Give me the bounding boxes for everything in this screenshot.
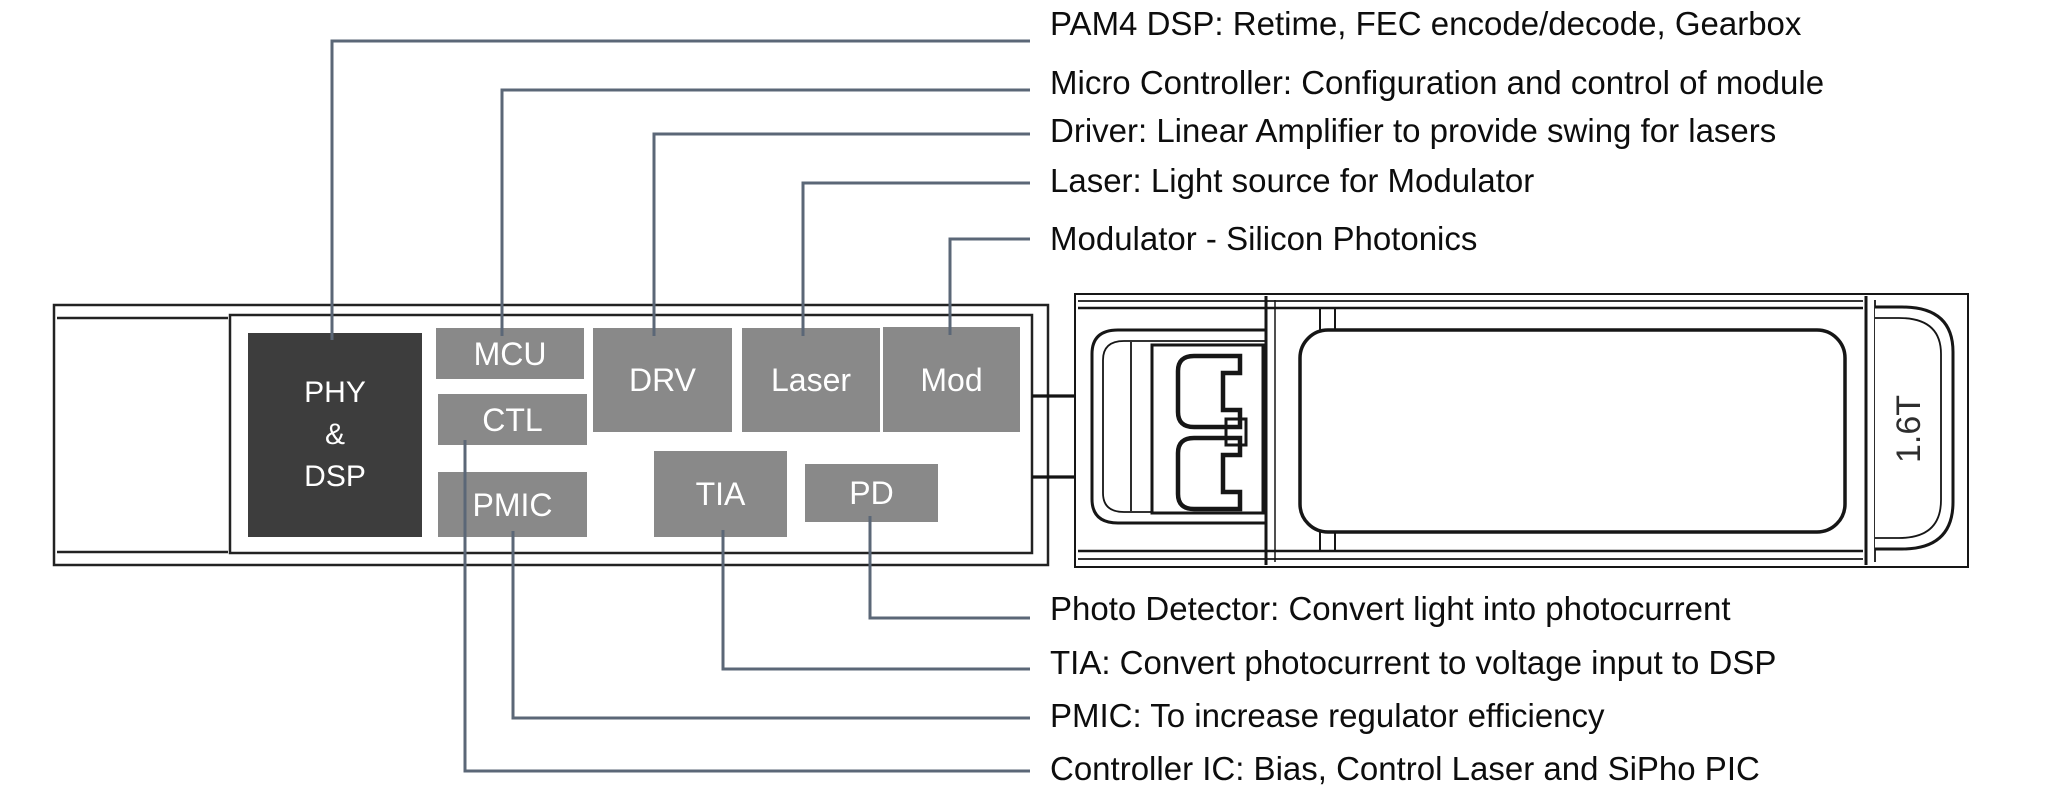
- transceiver-shell-rails: [1078, 300, 1863, 560]
- block-mcu: MCU: [436, 328, 584, 379]
- block-phy-dsp: PHY & DSP: [248, 333, 422, 537]
- transceiver-drawing: 1.6T: [1074, 293, 1969, 568]
- block-laser: Laser: [742, 328, 880, 432]
- block-ctl: CTL: [438, 394, 587, 445]
- block-pmic: PMIC: [438, 472, 587, 537]
- leader-laser: [801, 181, 1030, 336]
- optical-port-bottom: [1175, 435, 1243, 512]
- connector-nose: [1090, 328, 1266, 525]
- callout-pam4-dsp: PAM4 DSP: Retime, FEC encode/decode, Gea…: [1050, 5, 1802, 42]
- callout-photo-detector: Photo Detector: Convert light into photo…: [1050, 590, 1731, 627]
- leader-ctl: [463, 440, 1030, 773]
- leader-drv: [652, 132, 1030, 336]
- callout-driver: Driver: Linear Amplifier to provide swin…: [1050, 112, 1777, 149]
- callout-modulator: Modulator - Silicon Photonics: [1050, 220, 1478, 257]
- optical-port-top: [1175, 353, 1243, 430]
- callout-controller-ic: Controller IC: Bias, Control Laser and S…: [1050, 750, 1760, 787]
- block-drv: DRV: [593, 328, 732, 432]
- callout-pmic: PMIC: To increase regulator efficiency: [1050, 697, 1605, 734]
- leader-mod: [948, 237, 1030, 335]
- block-pd: PD: [805, 464, 938, 522]
- block-tia: TIA: [654, 451, 787, 537]
- port-latch: [1224, 417, 1248, 447]
- optical-ports: [1175, 353, 1248, 512]
- block-mod: Mod: [883, 327, 1020, 432]
- leader-tia: [721, 530, 1030, 671]
- callout-micro-controller: Micro Controller: Configuration and cont…: [1050, 64, 1825, 101]
- leader-mcu: [500, 88, 1030, 336]
- leader-phy-dsp: [330, 39, 1030, 340]
- speed-badge: 1.6T: [1890, 395, 1928, 463]
- leader-pmic: [511, 531, 1030, 720]
- callout-tia: TIA: Convert photocurrent to voltage inp…: [1050, 644, 1777, 681]
- pull-tab: 1.6T: [1875, 305, 1955, 551]
- body-lid: [1298, 328, 1847, 534]
- leader-pd: [868, 516, 1030, 620]
- callout-laser: Laser: Light source for Modulator: [1050, 162, 1535, 199]
